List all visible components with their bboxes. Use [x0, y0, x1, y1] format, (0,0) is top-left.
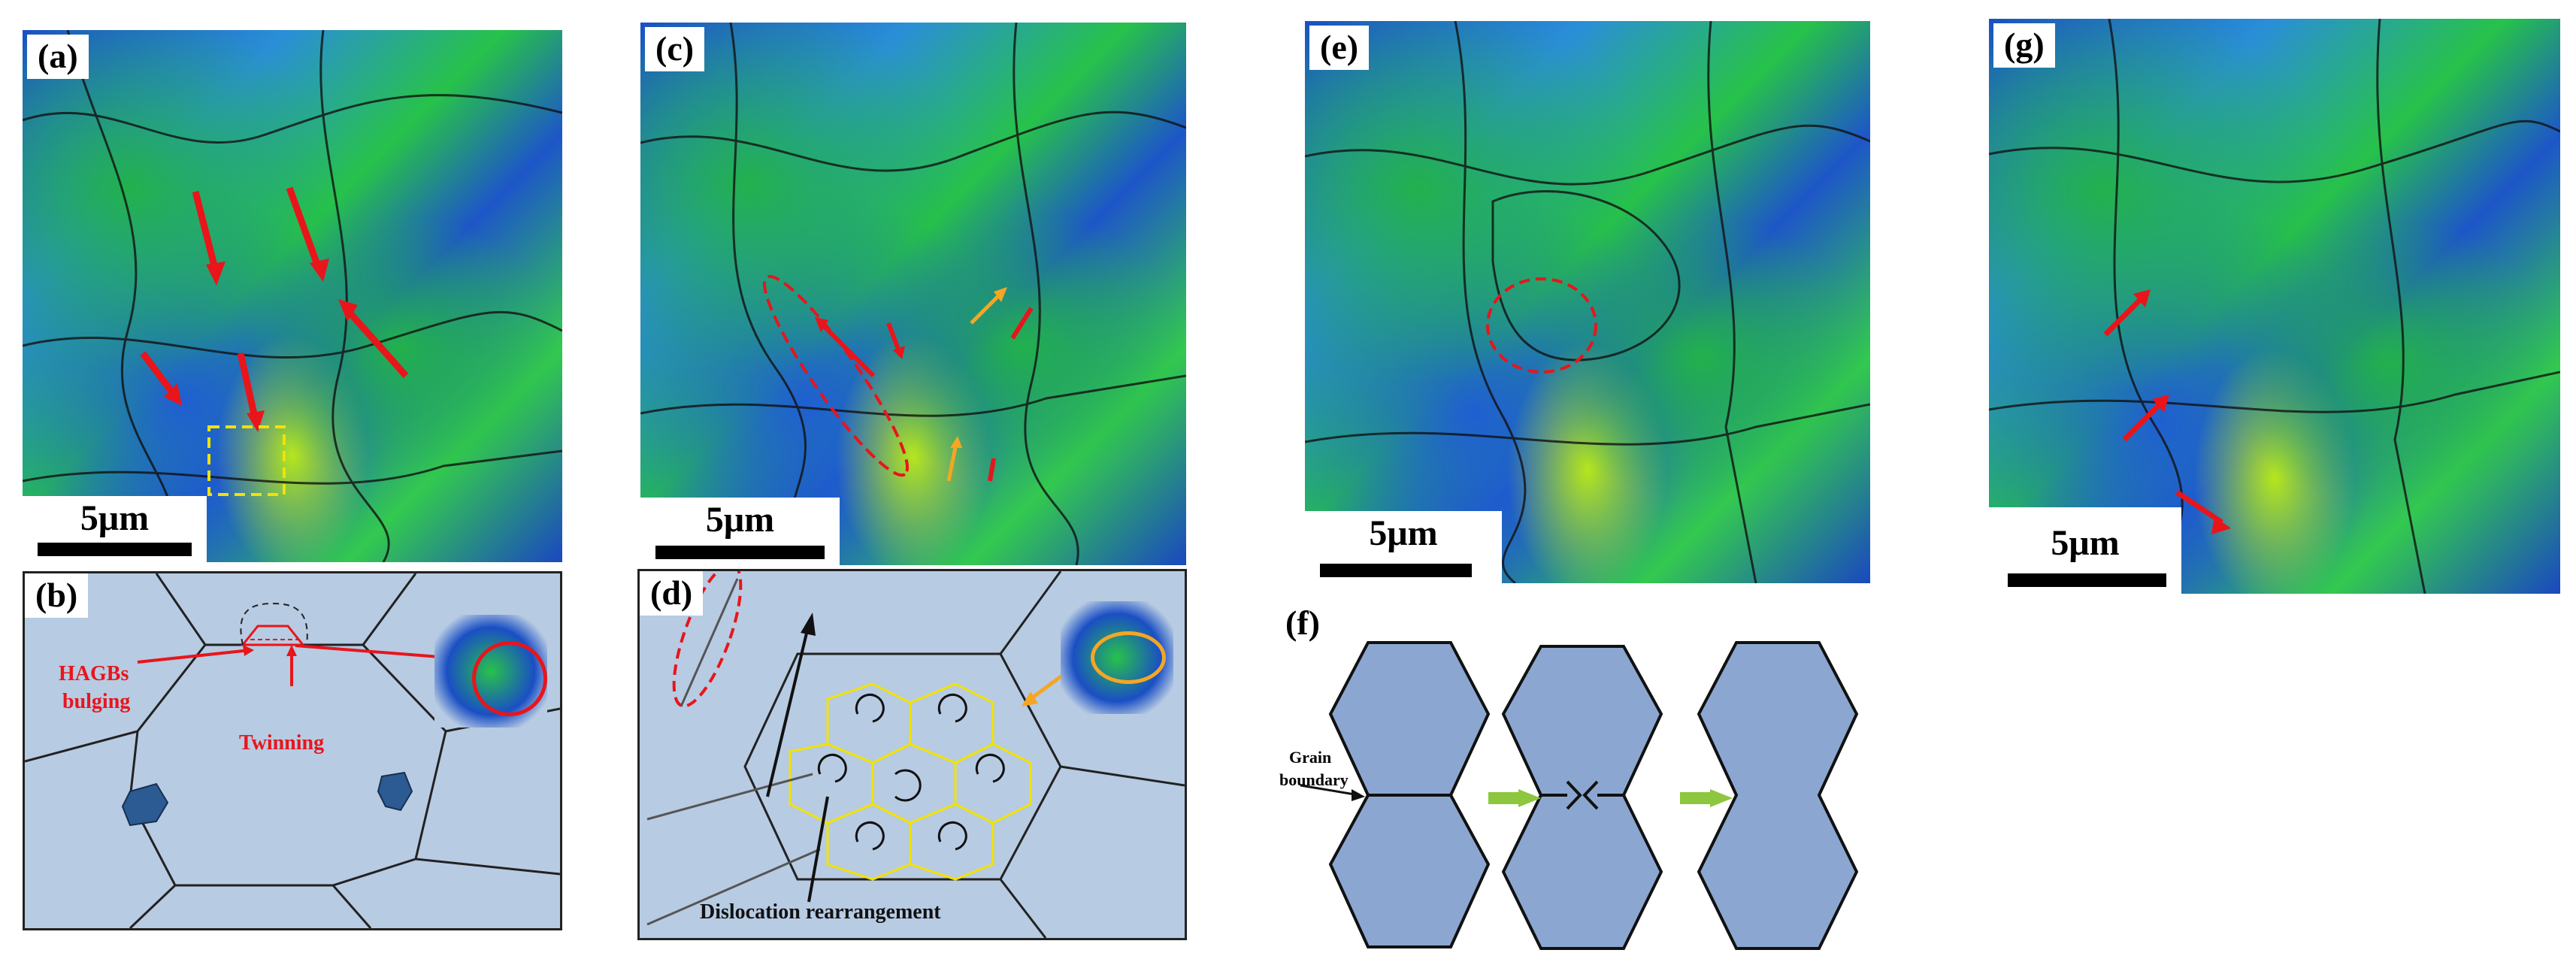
panel-d-grains: [646, 571, 1185, 938]
panel-a-scale-bar: [38, 543, 192, 556]
panel-b-twinning: Twinning: [239, 731, 325, 755]
panel-c-ebsd-map: (c) 5μm: [640, 23, 1186, 565]
panel-e-ebsd-map: (e) 5μm: [1305, 21, 1870, 583]
panel-d-label: (d): [640, 571, 704, 616]
panel-b-schematic: (b) HAGBs bulging Twinning: [23, 571, 562, 930]
panel-f-label: (f): [1275, 601, 1330, 646]
panel-e-scale-text: 5μm: [1369, 513, 1438, 553]
panel-a-scale-box: 5μm: [23, 496, 207, 562]
panel-g-scale-bar: [2008, 573, 2166, 587]
panel-a-overlay: [23, 30, 562, 562]
panel-c-scale-box: 5μm: [640, 498, 840, 565]
panel-a-label: (a): [27, 35, 89, 79]
panel-g-label: (g): [1993, 23, 2055, 68]
panel-g-overlay: [1989, 19, 2560, 594]
panel-d-inset-circle: [1091, 631, 1166, 684]
panel-g-scale-text: 5μm: [2051, 523, 2120, 563]
panel-a-scale-text: 5μm: [80, 498, 150, 538]
panel-f-grain-line1: Grain: [1289, 748, 1332, 767]
panel-b-hagb-line1: HAGBs: [59, 662, 129, 685]
panel-c-scale-bar: [655, 546, 825, 559]
panel-e-scale-bar: [1320, 564, 1472, 577]
panel-e-overlay: [1305, 21, 1870, 583]
panel-c-label: (c): [645, 27, 705, 71]
panel-f-grain-line2: boundary: [1279, 770, 1349, 789]
panel-f-schematic: (f) Grain boundary: [1270, 601, 1917, 954]
panel-c-scale-text: 5μm: [705, 500, 775, 540]
panel-g-scale-box: 5μm: [1989, 507, 2181, 594]
panel-e-scale-box: 5μm: [1305, 511, 1502, 583]
panel-b-label: (b): [25, 573, 89, 618]
panel-e-label: (e): [1309, 26, 1370, 70]
panel-g-ebsd-map: (g) 5μm: [1989, 19, 2560, 594]
panel-a-ebsd-map: (a) 5μm: [23, 30, 562, 562]
panel-b-inset-circle: [472, 641, 547, 716]
panel-d-dislocation-label: Dislocation rearrangement: [700, 900, 941, 924]
panel-f-grains: [1300, 641, 1859, 950]
panel-d-schematic: (d) Dislocation rearrangement: [637, 569, 1187, 940]
panel-b-hagb-line2: bulging: [62, 690, 131, 713]
panel-c-overlay: [640, 23, 1186, 565]
panel-b-grains: [25, 573, 560, 928]
